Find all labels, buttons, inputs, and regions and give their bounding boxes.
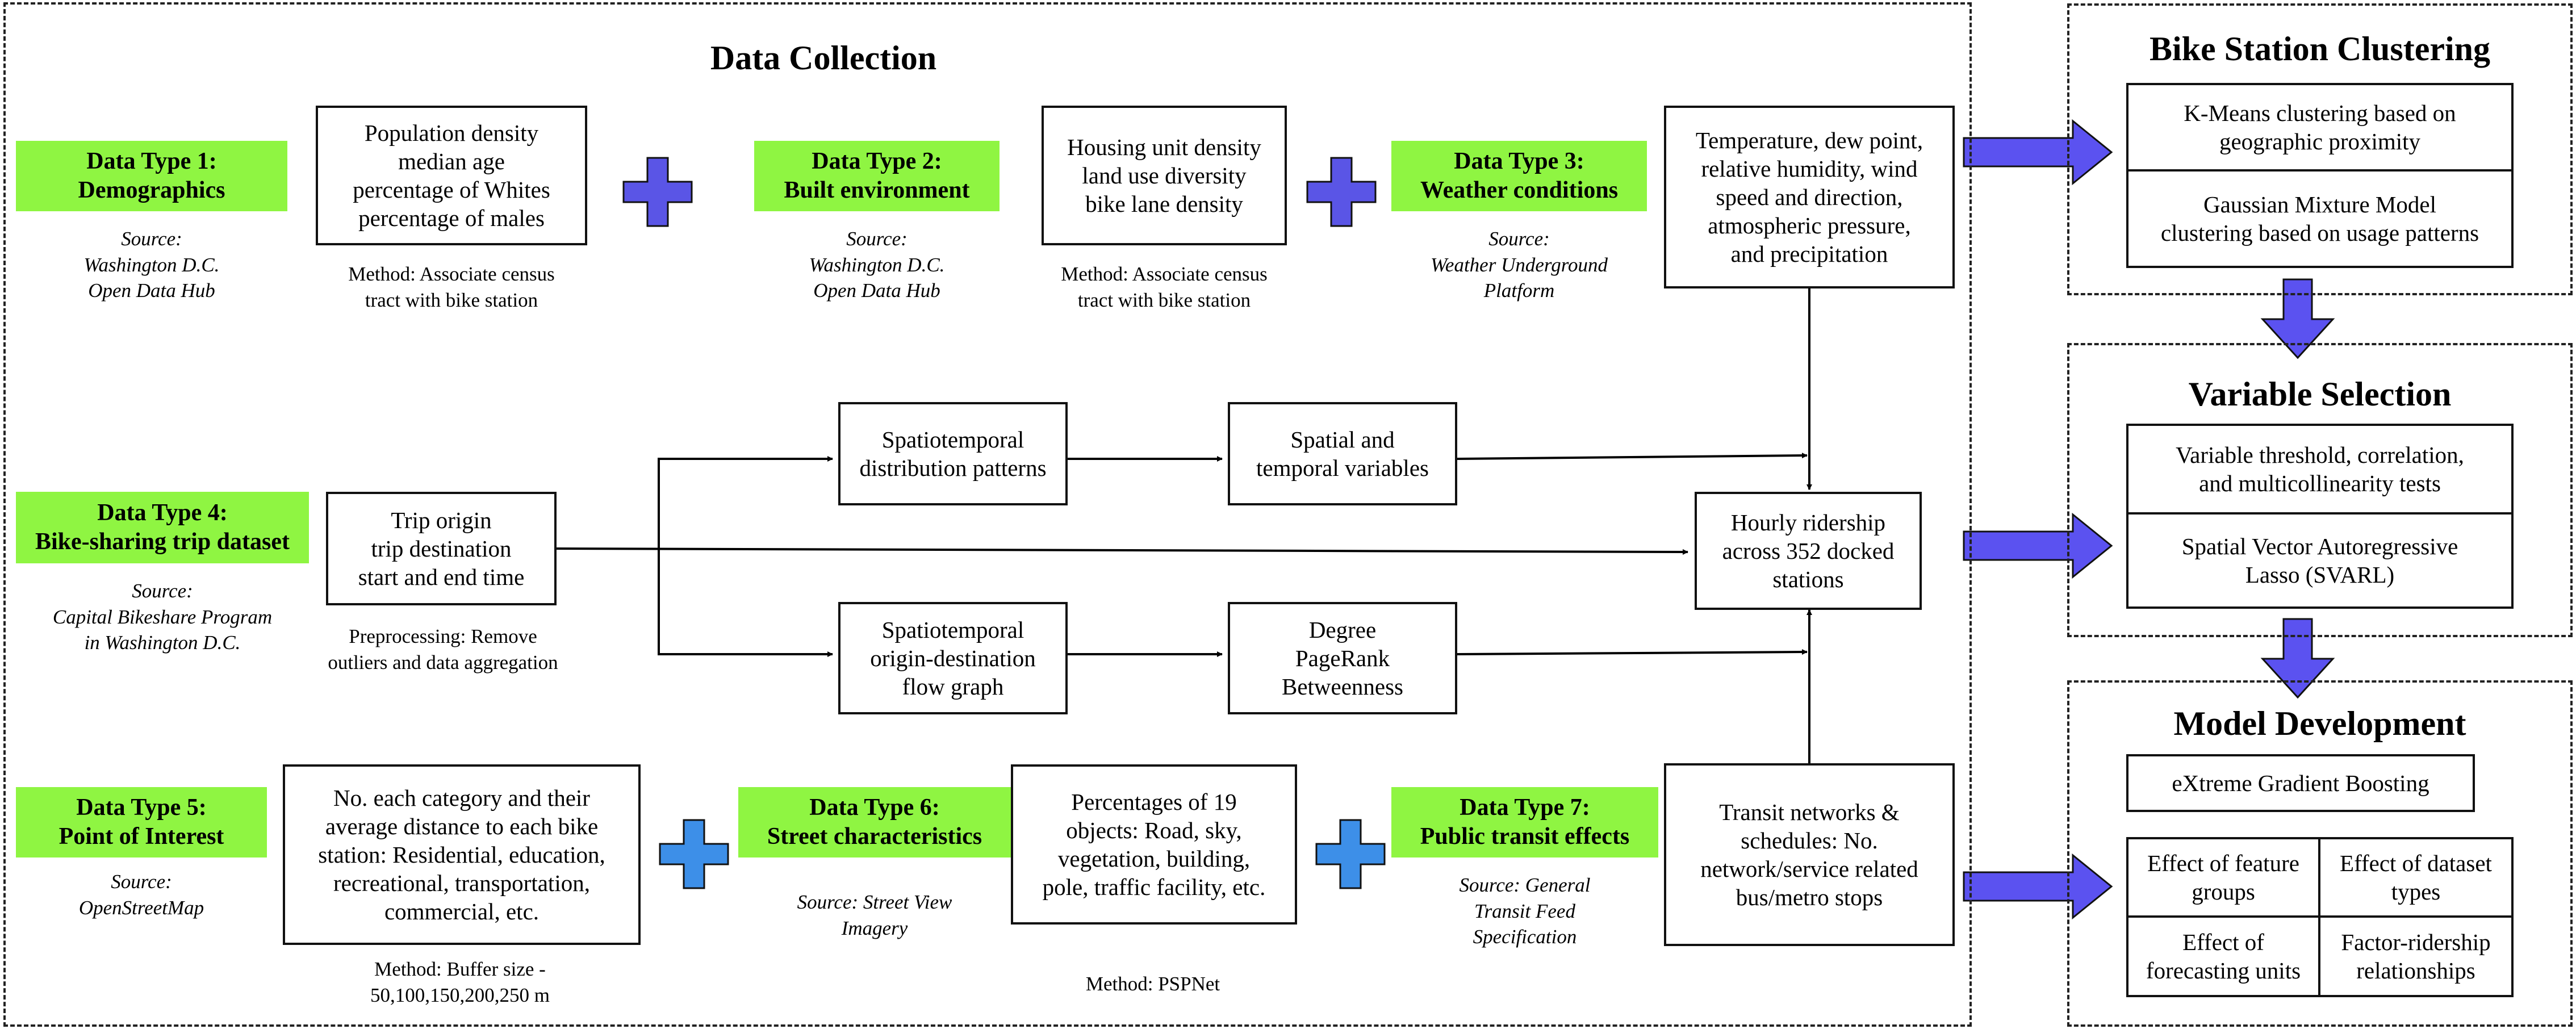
variable-selection-frame <box>2067 343 2573 637</box>
svarl-box: Spatial Vector Autoregressive Lasso (SVA… <box>2126 512 2514 609</box>
data-type-6-method: Method: PSPNet <box>1085 973 1220 995</box>
vars-to-ridership-line <box>1457 453 1808 460</box>
data-type-7-source: Source: General Transit Feed Specificati… <box>1459 874 1591 948</box>
poi-variables-box: No. each category and their average dist… <box>283 764 641 945</box>
selection-down-block-arrow-icon <box>2260 618 2335 699</box>
data-type-4-preprocessing: Preprocessing: Remove outliers and data … <box>328 625 558 674</box>
data-type-3-source: Source: Weather Underground Platform <box>1430 228 1608 302</box>
data-type-1-label: Data Type 1: Demographics <box>16 141 287 211</box>
trip-to-ridership-line <box>556 547 1688 555</box>
data-type-7-label: Data Type 7: Public transit effects <box>1391 787 1658 857</box>
gmm-clustering-box: Gaussian Mixture Model clustering based … <box>2126 169 2514 268</box>
hourly-ridership-box: Hourly ridership across 352 docked stati… <box>1695 492 1922 610</box>
data-type-5-label: Data Type 5: Point of Interest <box>16 787 267 857</box>
feature-groups-box: Effect of feature groups <box>2126 837 2320 918</box>
street-characteristics-box: Percentages of 19 objects: Road, sky, ve… <box>1011 764 1297 925</box>
data-type-2-source: Source: Washington D.C. Open Data Hub <box>809 228 945 302</box>
to-model-block-arrow-icon <box>1963 853 2113 920</box>
bike-clustering-heading: Bike Station Clustering <box>2149 30 2491 68</box>
data-type-1-method: Method: Associate census tract with bike… <box>348 263 555 311</box>
model-development-heading: Model Development <box>2173 705 2466 742</box>
branch-up-line <box>658 456 833 549</box>
forecasting-units-box: Effect of forecasting units <box>2126 915 2320 997</box>
graph-metrics-box: Degree PageRank Betweenness <box>1228 602 1457 714</box>
branch-down-line <box>658 549 833 657</box>
spatiotemporal-patterns-box: Spatiotemporal distribution patterns <box>838 402 1068 505</box>
clustering-down-block-arrow-icon <box>2260 278 2335 359</box>
weather-variables-box: Temperature, dew point, relative humidit… <box>1664 106 1955 288</box>
data-type-2-method: Method: Associate census tract with bike… <box>1061 263 1268 311</box>
variable-selection-heading: Variable Selection <box>2188 375 2452 413</box>
data-type-3-label: Data Type 3: Weather conditions <box>1391 141 1647 211</box>
data-type-6-source: Source: Street View Imagery <box>797 891 952 939</box>
public-transit-variables-box: Transit networks & schedules: No. networ… <box>1664 763 1955 946</box>
demographics-variables-box: Population density median age percentage… <box>316 106 587 245</box>
data-collection-frame <box>3 2 1972 1027</box>
trip-attributes-box: Trip origin trip destination start and e… <box>326 492 557 605</box>
data-type-5-source: Source: OpenStreetMap <box>78 871 204 919</box>
model-development-frame <box>2067 680 2573 1027</box>
data-type-6-label: Data Type 6: Street characteristics <box>738 787 1011 857</box>
data-type-5-method: Method: Buffer size - 50,100,150,200,250… <box>370 958 550 1006</box>
data-type-1-source: Source: Washington D.C. Open Data Hub <box>83 228 220 302</box>
factor-ridership-box: Factor-ridership relationships <box>2318 915 2514 997</box>
plus-icon <box>1315 819 1386 889</box>
xgboost-box: eXtreme Gradient Boosting <box>2126 754 2475 812</box>
plus-icon <box>659 819 729 889</box>
kmeans-clustering-box: K-Means clustering based on geographic p… <box>2126 83 2514 172</box>
plus-icon <box>622 157 693 227</box>
to-clustering-block-arrow-icon <box>1963 119 2113 186</box>
od-flow-graph-box: Spatiotemporal origin-destination flow g… <box>838 602 1068 714</box>
plus-icon <box>1306 157 1377 227</box>
data-type-4-source: Source: Capital Bikeshare Program in Was… <box>52 580 273 654</box>
to-variable-selection-block-arrow-icon <box>1963 512 2113 579</box>
spatial-temporal-variables-box: Spatial and temporal variables <box>1228 402 1457 505</box>
bike-clustering-frame <box>2067 3 2573 295</box>
dataset-types-box: Effect of dataset types <box>2318 837 2514 918</box>
variable-tests-box: Variable threshold, correlation, and mul… <box>2126 424 2514 514</box>
data-collection-heading: Data Collection <box>710 39 937 77</box>
data-type-4-label: Data Type 4: Bike-sharing trip dataset <box>16 492 309 563</box>
metrics-to-ridership-line <box>1457 649 1808 655</box>
data-type-2-label: Data Type 2: Built environment <box>754 141 1000 211</box>
built-environment-variables-box: Housing unit density land use diversity … <box>1042 106 1287 245</box>
